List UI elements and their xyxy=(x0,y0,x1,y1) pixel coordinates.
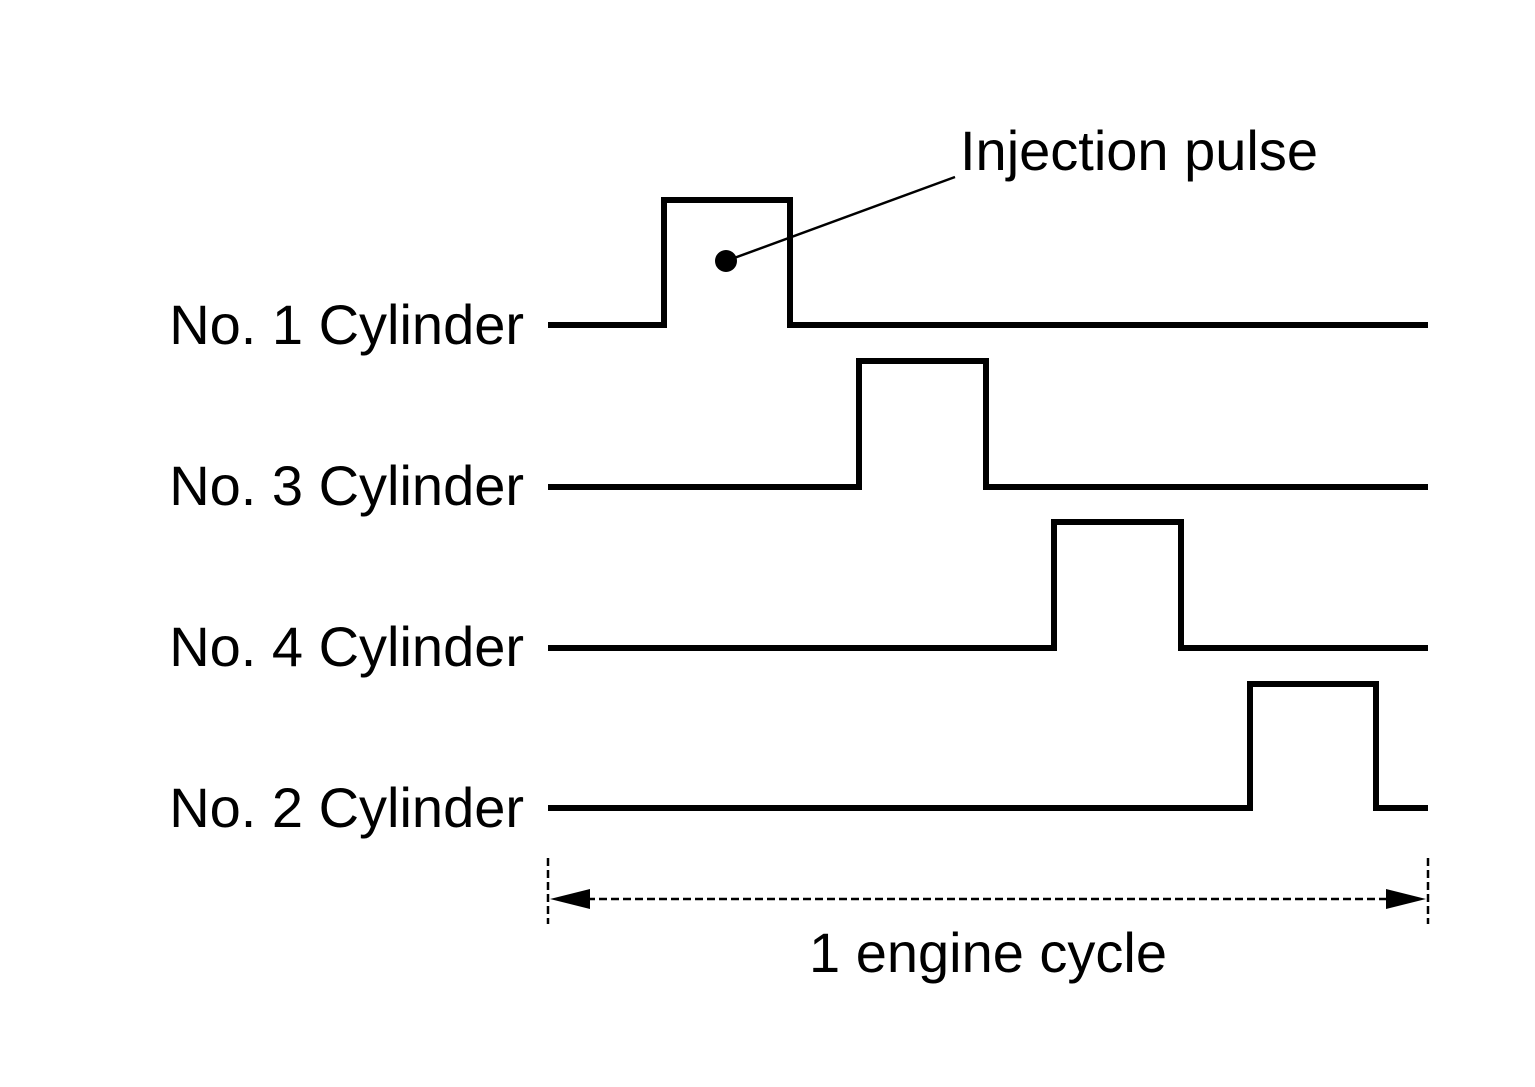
cylinder-waveform xyxy=(548,358,1428,490)
cylinder-row-3: No. 3 Cylinder xyxy=(169,358,1428,517)
left-arrowhead-icon xyxy=(550,889,590,909)
cylinder-waveform xyxy=(548,197,1428,328)
engine-cycle-dimension: 1 engine cycle xyxy=(546,858,1430,984)
cylinder-label: No. 2 Cylinder xyxy=(169,776,524,839)
injection-pulse-callout: Injection pulse xyxy=(715,119,1318,272)
cylinder-waveform xyxy=(548,519,1428,651)
cylinder-row-1: No. 1 Cylinder xyxy=(169,197,1428,356)
cylinder-label: No. 3 Cylinder xyxy=(169,454,524,517)
right-arrowhead-icon xyxy=(1386,889,1426,909)
engine-cycle-label: 1 engine cycle xyxy=(809,921,1167,984)
callout-leader-line xyxy=(725,175,956,263)
callout-dot xyxy=(715,250,737,272)
cylinder-row-2: No. 2 Cylinder xyxy=(169,681,1428,839)
cylinder-label: No. 4 Cylinder xyxy=(169,615,524,678)
cylinder-row-4: No. 4 Cylinder xyxy=(169,519,1428,678)
cylinder-label: No. 1 Cylinder xyxy=(169,293,524,356)
injection-pulse-label: Injection pulse xyxy=(960,119,1318,182)
cylinder-waveform xyxy=(548,681,1428,811)
